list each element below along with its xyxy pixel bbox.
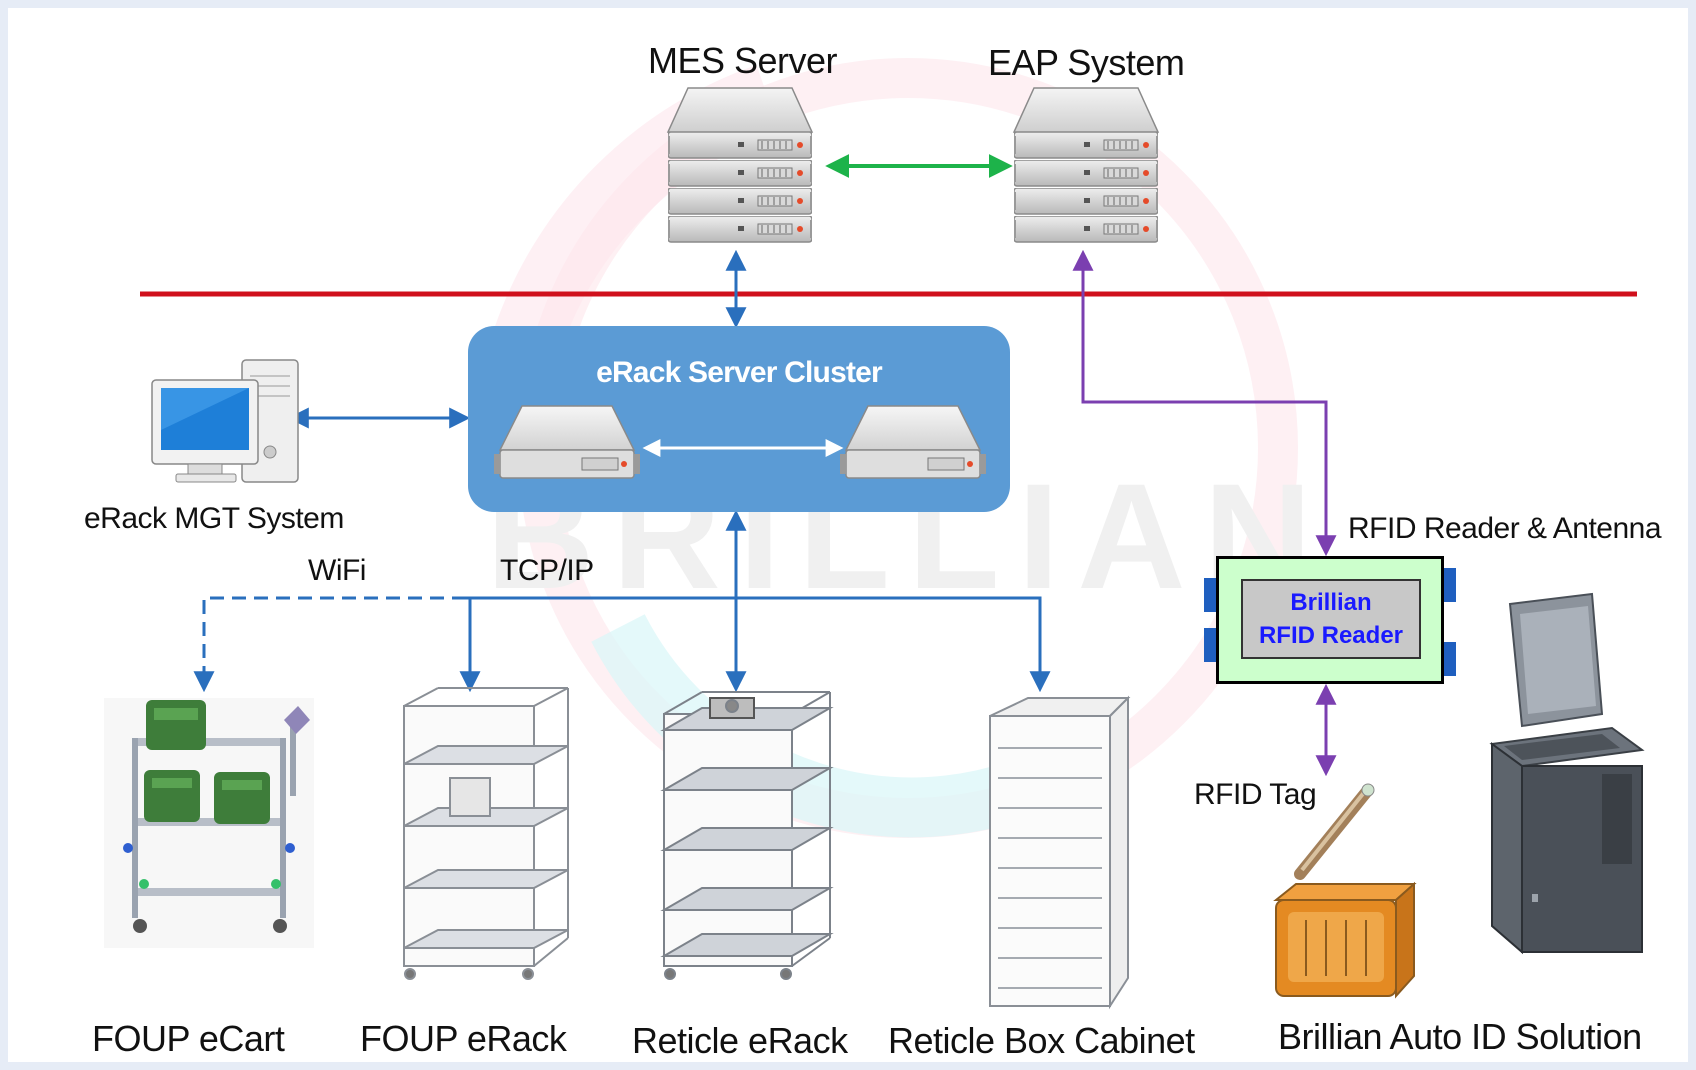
auto-id-station-image	[1489, 592, 1645, 955]
foup-erack-image	[403, 687, 569, 980]
erack-mgt-label: eRack MGT System	[84, 502, 344, 535]
tcpip-label: TCP/IP	[500, 554, 594, 587]
reticle-erack-image	[660, 691, 834, 980]
auto-id-pod-image	[1273, 881, 1417, 999]
eap-rfid-link	[1072, 249, 1337, 557]
wifi-label: WiFi	[308, 554, 366, 587]
foup-ecart-label: FOUP eCart	[92, 1018, 285, 1059]
reader-line-1: Brillian	[1290, 589, 1372, 616]
auto-id-solution-label: Brillian Auto ID Solution	[1278, 1016, 1642, 1057]
rfid-reader-display: Brillian RFID Reader	[1241, 579, 1421, 659]
reader-antenna-left-icon	[1204, 578, 1216, 612]
reticle-cabinet-label: Reticle Box Cabinet	[888, 1020, 1195, 1061]
eap-system-label: EAP System	[988, 42, 1185, 83]
reticle-cabinet-image	[989, 695, 1131, 1010]
rfid-tag-image	[1294, 783, 1375, 880]
foup-ecart-image	[104, 698, 314, 948]
eap-server-icon	[1012, 87, 1160, 243]
reader-antenna-right-icon	[1444, 642, 1456, 676]
diagram-drawing: BRILLIAN	[104, 58, 1645, 1010]
cluster-server-right-icon	[840, 405, 986, 479]
reader-antenna-right-icon	[1444, 568, 1456, 602]
reader-antenna-left-icon	[1204, 628, 1216, 662]
rfid-tag-label: RFID Tag	[1194, 778, 1317, 811]
reader-line-2: RFID Reader	[1258, 622, 1404, 649]
mes-server-icon	[666, 87, 814, 243]
reticle-erack-label: Reticle eRack	[632, 1020, 848, 1061]
erack-server-cluster: eRack Server Cluster	[468, 326, 1010, 512]
foup-erack-label: FOUP eRack	[360, 1018, 567, 1059]
tcpip-bus	[466, 596, 1051, 693]
brillian-rfid-reader: Brillian RFID Reader	[1216, 556, 1444, 684]
diagram-canvas: BRILLIAN	[8, 8, 1688, 1062]
cluster-servers	[494, 405, 986, 479]
cluster-server-left-icon	[494, 405, 640, 479]
mes-server-label: MES Server	[648, 40, 838, 81]
rfid-reader-antenna-label: RFID Reader & Antenna	[1348, 512, 1662, 545]
wifi-link	[193, 596, 466, 693]
workstation-icon	[151, 359, 299, 483]
cluster-title: eRack Server Cluster	[596, 356, 883, 389]
